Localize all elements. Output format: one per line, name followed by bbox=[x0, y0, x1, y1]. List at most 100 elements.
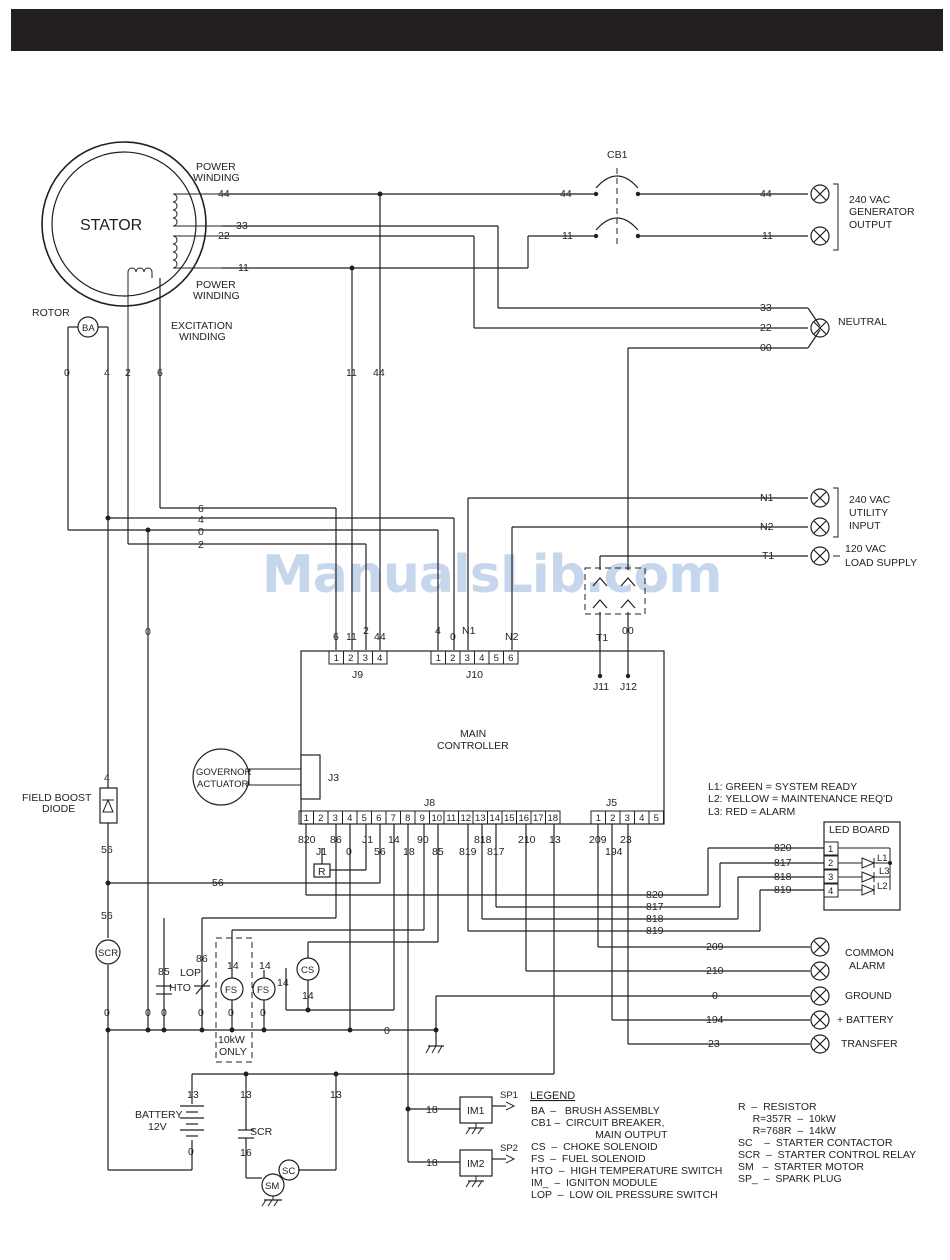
terminal-210-icon bbox=[810, 961, 830, 981]
led-legend-3: L3: RED = ALARM bbox=[708, 806, 795, 818]
cs-label: CS bbox=[301, 965, 314, 976]
utility-line1: 240 VAC bbox=[849, 494, 891, 506]
w85-hto-label: 85 bbox=[158, 966, 170, 978]
w0-c-label: 0 bbox=[198, 1007, 204, 1019]
field-boost-line2: DIODE bbox=[42, 803, 75, 815]
neutral-label: NEUTRAL bbox=[838, 316, 887, 328]
cb1-label: CB1 bbox=[607, 149, 628, 161]
w820-h-label: 820 bbox=[646, 889, 664, 901]
terminal-n2-icon bbox=[810, 517, 830, 537]
w23-h-label: 23 bbox=[708, 1038, 720, 1050]
j8-pin-13: 13 bbox=[475, 813, 486, 824]
w210-h-label: 210 bbox=[706, 965, 724, 977]
legend-right-item: SC – STARTER CONTACTOR bbox=[738, 1137, 893, 1149]
rotor-label: ROTOR bbox=[32, 307, 70, 319]
j8-pin-18: 18 bbox=[547, 813, 558, 824]
w14-fs-h-label: 14 bbox=[277, 977, 289, 989]
wire-11-vertical-label: 11 bbox=[346, 367, 357, 379]
gen-output-bracket bbox=[833, 183, 839, 251]
wire-2-exc-label: 2 bbox=[125, 367, 131, 379]
j9-44-label: 44 bbox=[374, 631, 386, 643]
im2-ground-icon bbox=[465, 1176, 484, 1188]
ground-label: GROUND bbox=[845, 990, 892, 1002]
watermark: ManualsLib.com bbox=[262, 545, 722, 605]
led-l3: L3 bbox=[879, 866, 890, 877]
w818-j8-label: 818 bbox=[474, 834, 492, 846]
j5-label: J5 bbox=[606, 797, 617, 809]
legend-left-item: CB1 – CIRCUIT BREAKER, bbox=[531, 1117, 664, 1129]
fuel-solenoid-icon bbox=[252, 977, 276, 1001]
led-l1: L1 bbox=[877, 853, 888, 864]
w14-cs-label: 14 bbox=[302, 990, 314, 1002]
j5-pin-4: 4 bbox=[639, 813, 644, 824]
j8-pin-15: 15 bbox=[504, 813, 515, 824]
wire-33-out-label: 33 bbox=[760, 302, 772, 314]
fs-label-2: FS bbox=[257, 985, 269, 996]
j10-n2-label: N2 bbox=[505, 631, 519, 643]
j8-label: J8 bbox=[424, 797, 435, 809]
legend-left-item: IM_ – IGNITON MODULE bbox=[531, 1177, 657, 1189]
j8-pin-8: 8 bbox=[405, 813, 410, 824]
power-winding-bottom-line1: POWER bbox=[196, 279, 236, 291]
led-board-title: LED BOARD bbox=[829, 824, 890, 836]
w817-j8-label: 817 bbox=[487, 846, 505, 858]
j10-4-label: 4 bbox=[435, 625, 441, 637]
j8-pin-5: 5 bbox=[362, 813, 367, 824]
w817-h-label: 817 bbox=[646, 901, 664, 913]
power-winding-top-line2: WINDING bbox=[193, 172, 240, 184]
led-board bbox=[823, 821, 901, 911]
w0-gnd-label: 0 bbox=[712, 990, 718, 1002]
t1-pin-label: T1 bbox=[596, 632, 608, 644]
j5-pin-3: 3 bbox=[625, 813, 630, 824]
j8-pin-12: 12 bbox=[460, 813, 471, 824]
terminal-gen-11-icon bbox=[810, 226, 830, 246]
utility-wires bbox=[467, 497, 808, 679]
im2-label: IM2 bbox=[467, 1158, 485, 1170]
w819-j8-label: 819 bbox=[459, 846, 477, 858]
w90-j8-label: 90 bbox=[417, 834, 429, 846]
wire-22-label: 22 bbox=[218, 230, 230, 242]
w210-j8-label: 210 bbox=[518, 834, 536, 846]
output-terminals bbox=[810, 184, 830, 1054]
j10-pin-6: 6 bbox=[508, 653, 513, 664]
w819-h-label: 819 bbox=[646, 925, 664, 937]
n2-wire-label: N2 bbox=[760, 521, 774, 533]
w0-scr-label: 0 bbox=[104, 1007, 110, 1019]
w4-diode-label: 4 bbox=[104, 772, 110, 784]
n1-wire-label: N1 bbox=[760, 492, 774, 504]
w18-im1-label: 18 bbox=[426, 1104, 438, 1116]
legend-right-item: SCR – STARTER CONTROL RELAY bbox=[738, 1149, 916, 1161]
w14-fs2-label: 14 bbox=[259, 960, 271, 972]
w18-j8-label: 18 bbox=[403, 846, 415, 858]
j9-pin-box bbox=[372, 650, 388, 665]
j10-0-label: 0 bbox=[450, 631, 456, 643]
w0-j8-label: 0 bbox=[346, 846, 352, 858]
j8-pin-9: 9 bbox=[420, 813, 425, 824]
legend-right-item: R=768R – 14kW bbox=[738, 1125, 836, 1137]
led-legend-2: L2: YELLOW = MAINTENANCE REQ'D bbox=[708, 793, 893, 805]
w85-j8-label: 85 bbox=[432, 846, 444, 858]
gen-output-line2: GENERATOR bbox=[849, 206, 915, 218]
wire-00-out-label: 00 bbox=[760, 342, 772, 354]
j8-pin-11: 11 bbox=[446, 813, 456, 824]
w0-b-label: 0 bbox=[161, 1007, 167, 1019]
j8-pin-box bbox=[545, 810, 561, 825]
led-pin-4: 4 bbox=[828, 886, 833, 897]
j10-pin-5: 5 bbox=[494, 653, 499, 664]
sc-label: SC bbox=[282, 1166, 295, 1177]
terminal-209-icon bbox=[810, 937, 830, 957]
w0-e-label: 0 bbox=[260, 1007, 266, 1019]
wire-0-rotor-label: 0 bbox=[64, 367, 70, 379]
legend-left-item: HTO – HIGH TEMPERATURE SWITCH bbox=[531, 1165, 722, 1177]
j10-pin-4: 4 bbox=[479, 653, 484, 664]
common-alarm-line1: COMMON bbox=[845, 947, 894, 959]
wire-0-v-label: 0 bbox=[145, 626, 151, 638]
power-winding-top-line1: POWER bbox=[196, 161, 236, 173]
w13-sc-label: 13 bbox=[330, 1089, 342, 1101]
j9-pin-4: 4 bbox=[377, 653, 382, 664]
j8-pin-7: 7 bbox=[391, 813, 396, 824]
j8-pin-2: 2 bbox=[318, 813, 323, 824]
w13-batt-label: 13 bbox=[187, 1089, 199, 1101]
